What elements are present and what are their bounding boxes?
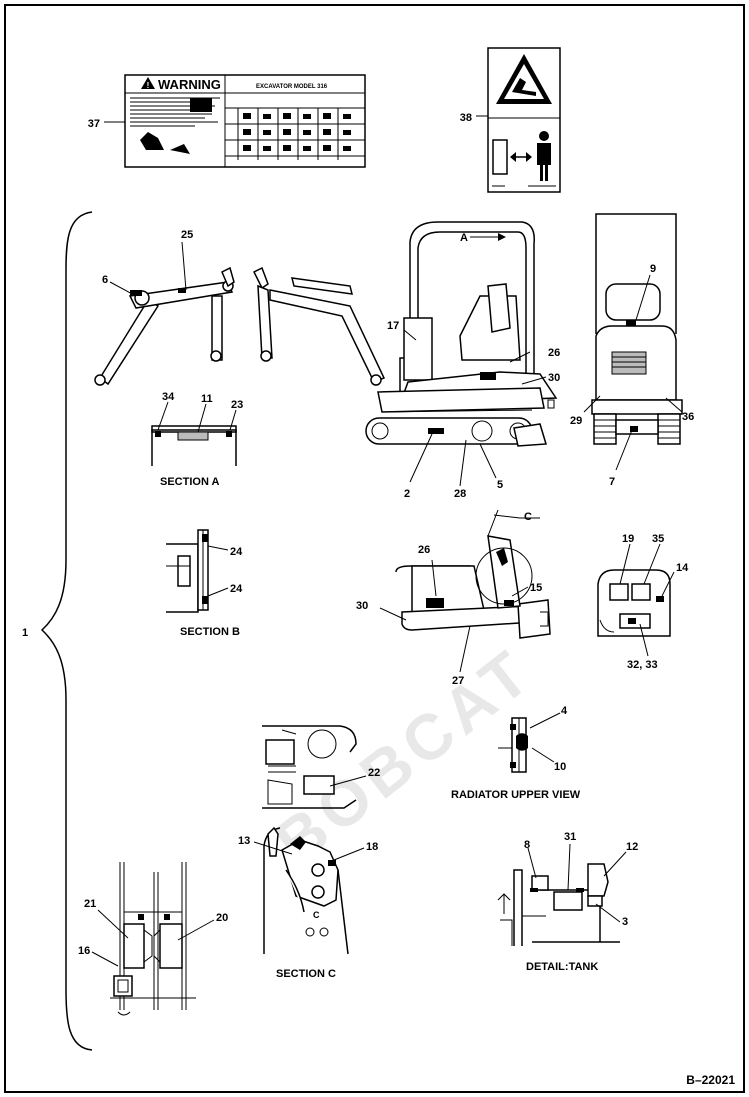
callout-12: 12 [626, 841, 638, 853]
boom-arm-view [94, 266, 386, 386]
detail-tank-title: DETAIL:TANK [526, 961, 598, 973]
callout-36: 36 [682, 411, 694, 423]
callout-30-mid: 30 [356, 600, 368, 612]
callout-3: 3 [622, 916, 628, 928]
callout-10: 10 [554, 761, 566, 773]
svg-text:!: ! [147, 81, 150, 90]
warning-title: WARNING [158, 77, 221, 92]
lower-frame-view [110, 862, 196, 1016]
section-c-title: SECTION C [276, 968, 336, 980]
callout-21: 21 [84, 898, 96, 910]
decal-38-pinch-warning [487, 47, 561, 193]
figure-number: B–22021 [686, 1073, 735, 1087]
page-border [4, 4, 745, 1093]
excavator-rear-view [591, 213, 683, 445]
section-b-drawing [166, 529, 209, 613]
callout-24-top: 24 [230, 546, 243, 558]
rear-panel-view [597, 569, 671, 637]
callout-24-bottom: 24 [230, 583, 243, 595]
callout-37: 37 [88, 118, 100, 130]
excavator-side-view [365, 221, 558, 447]
section-a-drawing [151, 425, 237, 466]
callout-27: 27 [452, 675, 464, 687]
callout-1: 1 [22, 627, 28, 639]
callout-13: 13 [238, 835, 250, 847]
callout-5: 5 [497, 479, 503, 491]
callout-31: 31 [564, 831, 576, 843]
callout-18: 18 [366, 841, 378, 853]
view-arrow-C: C [524, 511, 532, 523]
callout-34: 34 [162, 391, 175, 403]
callout-11: 11 [201, 393, 213, 405]
callout-28: 28 [454, 488, 466, 500]
callout-25: 25 [181, 229, 193, 241]
callout-4: 4 [561, 705, 568, 717]
callout-15: 15 [530, 582, 542, 594]
callout-16: 16 [78, 945, 90, 957]
callout-38: 38 [460, 112, 472, 124]
radiator-upper-drawing [498, 717, 528, 773]
detail-tank-drawing [497, 863, 620, 946]
section-b-title: SECTION B [180, 626, 240, 638]
callout-30-side: 30 [548, 372, 560, 384]
svg-text:C: C [313, 910, 320, 920]
callout-23: 23 [231, 399, 243, 411]
view-arrow-A: A [460, 232, 468, 244]
callout-19: 19 [622, 533, 634, 545]
model-title: EXCAVATOR MODEL 316 [256, 84, 328, 90]
callout-9: 9 [650, 263, 656, 275]
callout-2: 2 [404, 488, 410, 500]
upper-structure-view [395, 509, 551, 639]
callout-6: 6 [102, 274, 108, 286]
callout-17: 17 [387, 320, 399, 332]
callout-29: 29 [570, 415, 582, 427]
decal-37-warning: ! WARNING EXCAVATOR MODEL 316 [124, 74, 366, 168]
section-a-title: SECTION A [160, 476, 220, 488]
group-brace [40, 211, 93, 1051]
callout-8: 8 [524, 839, 530, 851]
callout-22: 22 [368, 767, 380, 779]
callout-7: 7 [609, 476, 615, 488]
callout-35: 35 [652, 533, 664, 545]
callout-14: 14 [676, 562, 689, 574]
callout-32-33: 32, 33 [627, 659, 658, 671]
callout-20: 20 [216, 912, 228, 924]
radiator-title: RADIATOR UPPER VIEW [451, 789, 581, 801]
callout-26-mid: 26 [418, 544, 430, 556]
callout-26-side: 26 [548, 347, 560, 359]
